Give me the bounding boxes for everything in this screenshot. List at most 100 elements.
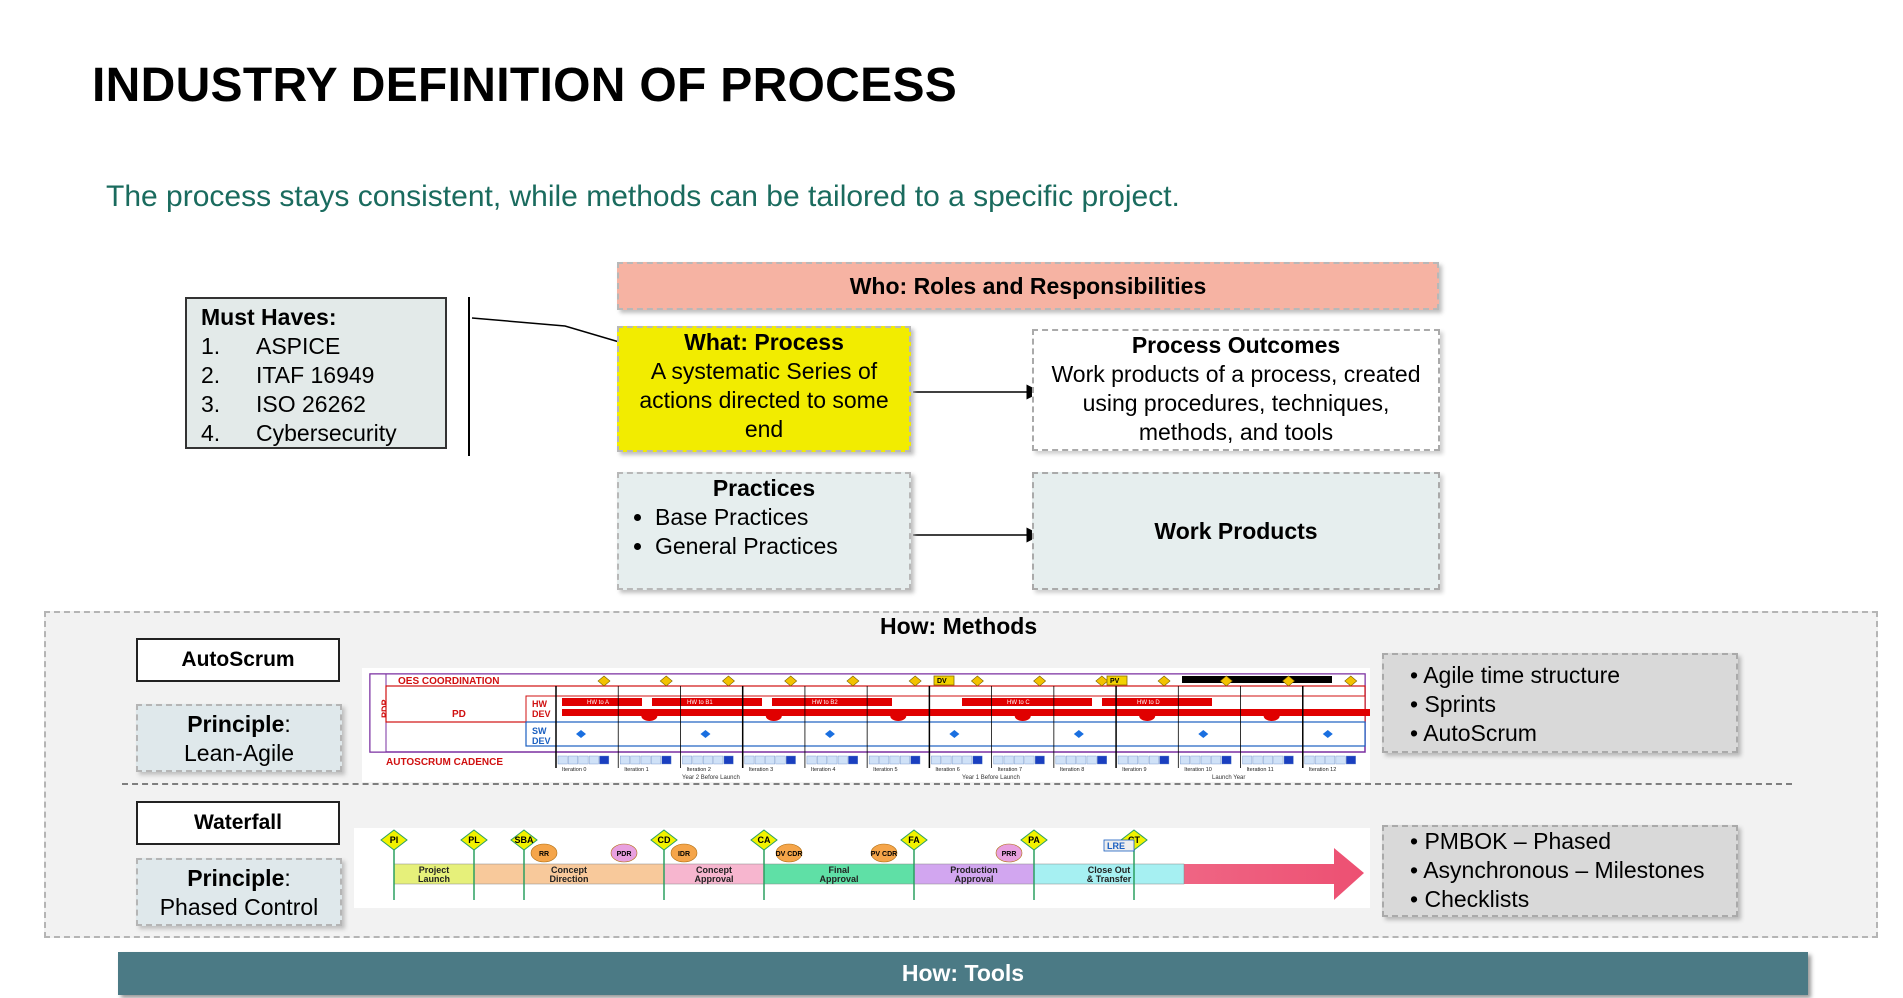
review-label: RR bbox=[539, 851, 549, 858]
hw-row-label: HW bbox=[532, 699, 547, 709]
hw-tag: HW to C bbox=[1007, 700, 1030, 706]
bullet-item: Agile time structure bbox=[1410, 661, 1728, 690]
cadence-cell bbox=[827, 755, 838, 765]
cadence-cell bbox=[1055, 755, 1066, 765]
principle-value: Lean-Agile bbox=[184, 740, 294, 766]
phase-label: Approval bbox=[954, 874, 993, 884]
cadence-cell bbox=[1221, 755, 1232, 765]
phase-label: Project bbox=[419, 865, 450, 875]
cadence-cell bbox=[972, 755, 983, 765]
iteration-label: Iteration 4 bbox=[811, 767, 835, 773]
pv-label: PV bbox=[1110, 678, 1120, 685]
cadence-cell bbox=[1097, 755, 1107, 765]
phase-label: Final bbox=[828, 865, 849, 875]
hw-tag: HW to B1 bbox=[687, 700, 713, 706]
cadence-cell bbox=[640, 755, 651, 765]
dv-label: DV bbox=[937, 678, 947, 685]
hw-tag: HW to B2 bbox=[812, 700, 838, 706]
cadence-cell bbox=[1304, 755, 1315, 765]
waterfall-bullets: PMBOK – Phased Asynchronous – Milestones… bbox=[1382, 825, 1738, 917]
gate-label: PL bbox=[468, 835, 480, 845]
what-process-box: What: Process A systematic Series of act… bbox=[617, 326, 911, 452]
milestone-diamond bbox=[846, 675, 860, 687]
what-line: A systematic Series of bbox=[650, 358, 878, 384]
sw-marker bbox=[1322, 730, 1333, 738]
page-subtitle: The process stays consistent, while meth… bbox=[106, 180, 1180, 213]
who-roles-box: Who: Roles and Responsibilities bbox=[617, 262, 1439, 310]
oes-row-label: OES COORDINATION bbox=[398, 676, 499, 687]
cadence-cell bbox=[962, 755, 973, 765]
cadence-cell bbox=[1211, 755, 1221, 765]
phase-label: Close Out bbox=[1088, 865, 1131, 875]
cadence-cell bbox=[806, 755, 817, 765]
milestone-diamond bbox=[1033, 675, 1047, 687]
sw-marker bbox=[949, 730, 960, 738]
cadence-cell bbox=[837, 755, 848, 765]
cadence-cell bbox=[1024, 755, 1035, 765]
outcomes-line: methods, and tools bbox=[1138, 419, 1334, 445]
phase-label: Launch bbox=[418, 874, 450, 884]
cadence-cell bbox=[817, 755, 827, 765]
connector-line bbox=[471, 317, 627, 345]
sw-marker bbox=[1073, 730, 1084, 738]
iteration-label: Iteration 11 bbox=[1247, 767, 1274, 773]
cadence-cell bbox=[630, 755, 641, 765]
year-label: Year 2 Before Launch bbox=[682, 775, 740, 781]
phase-label: Approval bbox=[819, 874, 858, 884]
cadence-cell bbox=[889, 755, 900, 765]
process-outcomes-box: Process Outcomes Work products of a proc… bbox=[1032, 329, 1440, 451]
cadence-cell bbox=[713, 755, 724, 765]
cadence-cell bbox=[1190, 755, 1201, 765]
cadence-cell bbox=[879, 755, 890, 765]
gate-label: SBA bbox=[514, 835, 534, 845]
cadence-cell bbox=[775, 755, 786, 765]
milestone-markers: DV PV bbox=[933, 675, 1128, 686]
practice-item: General Practices bbox=[655, 532, 899, 561]
iteration-label: Iteration 3 bbox=[749, 767, 773, 773]
milestone-diamond bbox=[784, 675, 798, 687]
review-marker bbox=[775, 843, 803, 863]
cadence-cell bbox=[1180, 755, 1190, 765]
cadence-cell bbox=[620, 755, 630, 765]
cadence-cell bbox=[868, 755, 879, 765]
principle-label: Principle bbox=[187, 865, 285, 891]
cadence-cell bbox=[557, 755, 568, 765]
cadence-cell bbox=[723, 755, 734, 765]
integration-point bbox=[765, 711, 782, 721]
cadence-cell bbox=[1263, 755, 1273, 765]
phase-label: Concept bbox=[551, 865, 587, 875]
item-number: 2. bbox=[201, 362, 221, 388]
milestone-diamond bbox=[1219, 675, 1233, 687]
gate-label: CA bbox=[758, 835, 771, 845]
iteration-lines bbox=[555, 675, 1358, 768]
cadence-cell bbox=[993, 755, 1004, 765]
review-marker bbox=[610, 843, 638, 863]
practice-item: Base Practices bbox=[655, 503, 899, 532]
cadence-cell bbox=[578, 755, 589, 765]
item-number: 3. bbox=[201, 391, 221, 417]
review-marker bbox=[870, 843, 898, 863]
autoscrum-bullets: Agile time structure Sprints AutoScrum bbox=[1382, 653, 1738, 753]
iteration-label: Iteration 6 bbox=[935, 767, 959, 773]
iteration-label: Iteration 5 bbox=[873, 767, 897, 773]
cadence-cell bbox=[931, 755, 941, 765]
iteration-label: Iteration 7 bbox=[998, 767, 1022, 773]
cadence-cell bbox=[1346, 755, 1356, 765]
cadence-cell bbox=[951, 755, 962, 765]
practices-heading: Practices bbox=[712, 475, 816, 501]
outcomes-line: Work products of a process, created bbox=[1051, 361, 1421, 387]
gate-diamond bbox=[380, 829, 408, 851]
sw-marker bbox=[1198, 730, 1209, 738]
milestone-diamond bbox=[721, 675, 735, 687]
cadence-cell bbox=[651, 755, 661, 765]
gate-diamond bbox=[510, 829, 538, 851]
integration-point bbox=[1014, 711, 1031, 721]
cadence-cell bbox=[1283, 755, 1294, 765]
outcomes-line: using procedures, techniques, bbox=[1082, 390, 1390, 416]
cadence-cell bbox=[692, 755, 703, 765]
waterfall-phases: ProjectLaunchConceptDirectionConceptAppr… bbox=[393, 863, 1185, 885]
iteration-label: Iteration 1 bbox=[624, 767, 648, 773]
gate-diamond bbox=[1020, 829, 1048, 851]
principle-value: Phased Control bbox=[159, 894, 319, 920]
